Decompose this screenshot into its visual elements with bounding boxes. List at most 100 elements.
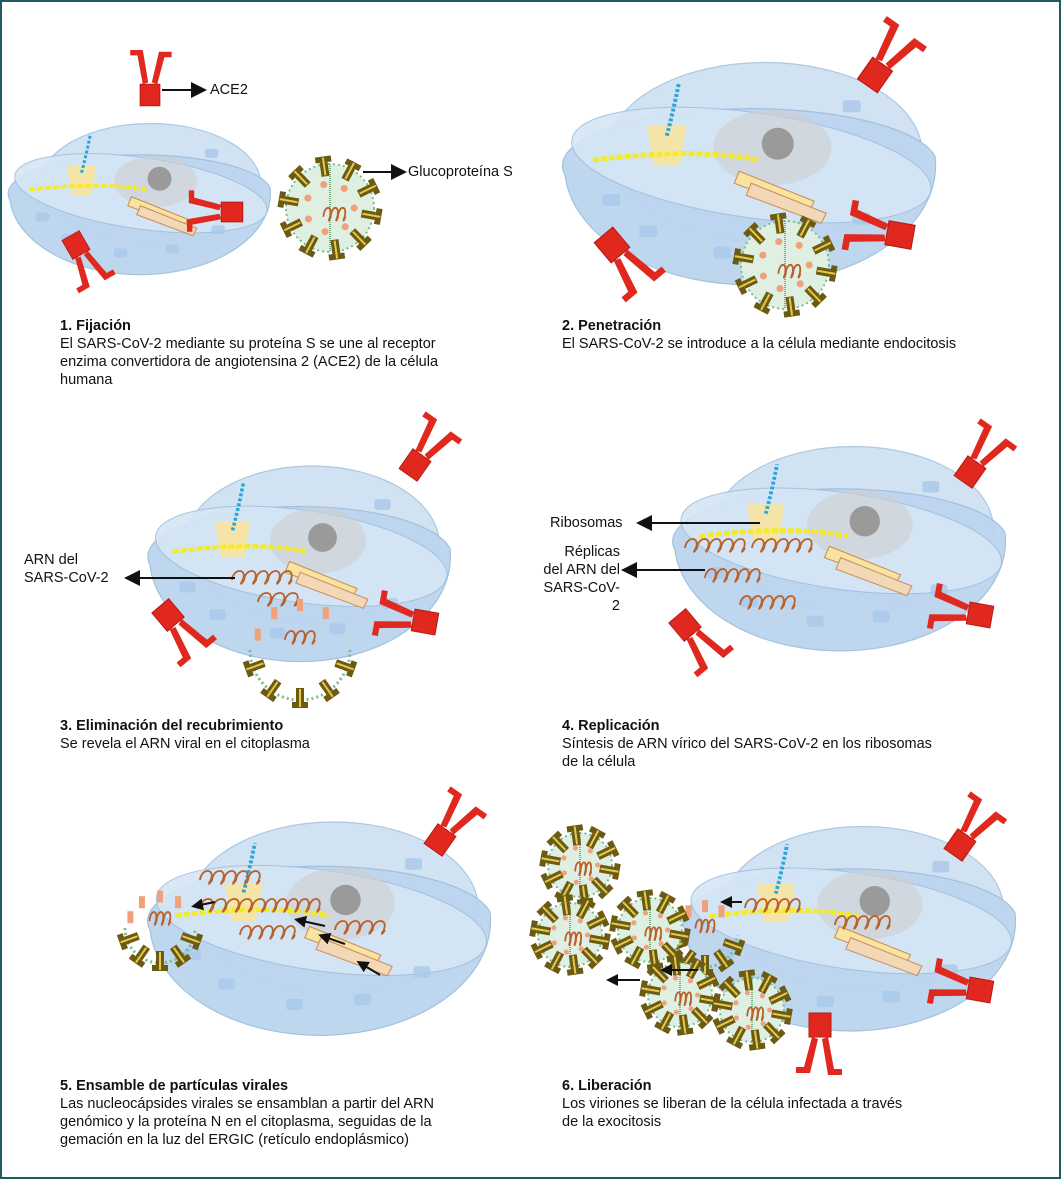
receptor-arm (970, 418, 993, 460)
spike-glycoprotein (529, 920, 551, 937)
spike-glycoprotein (279, 218, 303, 238)
rna-coil-path (834, 915, 891, 930)
spike-band (772, 1012, 791, 1018)
spike-band (246, 662, 264, 671)
receptor-base (220, 201, 244, 223)
spike-glycoprotein (152, 951, 168, 971)
receptor-base (593, 226, 631, 264)
spike-band (660, 1013, 672, 1030)
spike-glycoprotein (169, 944, 192, 968)
spike-band (571, 955, 577, 974)
nucleocapsid-protein (631, 935, 637, 941)
spike-glycoprotein (318, 678, 340, 703)
rna-coil-path (334, 920, 386, 935)
receptor-base (884, 220, 916, 250)
mrna-strand (709, 908, 859, 919)
spike-band (670, 932, 689, 938)
rna-coil-path (257, 592, 299, 607)
receptor-arm (440, 786, 463, 828)
membrane-protein-patch (209, 609, 226, 620)
spike-glycoprotein (712, 1015, 736, 1035)
receptor-arm (926, 989, 967, 1005)
step-description: Los viriones se liberan de la célula inf… (562, 1096, 903, 1130)
nucleocapsid-protein (688, 1006, 694, 1012)
rna-coil-path (231, 570, 293, 585)
membrane-protein-patch (211, 225, 225, 235)
nucleocapsid-protein (572, 845, 579, 851)
step-title: 5. Ensamble de partículas virales (60, 1078, 289, 1094)
nucleocapsid-protein (642, 910, 649, 916)
nucleocapsid-protein (685, 905, 692, 918)
nucleocapsid-protein (254, 628, 261, 641)
spike-glycoprotein (666, 954, 684, 976)
spike-glycoprotein (763, 1021, 786, 1045)
broken-envelope-icon (242, 599, 358, 708)
receptor-shape (423, 786, 488, 857)
panel-replicacion: Ribosomas Réplicas del ARN del SARS-CoV-… (530, 400, 1060, 780)
spike-band (600, 867, 619, 873)
nucleocapsid-protein (551, 940, 557, 946)
assembly-arrow (356, 960, 381, 976)
step-description: Se revela el ARN viral en el citoplasma (60, 736, 310, 752)
nucleocapsid-protein (702, 900, 708, 913)
receptor-base (808, 1012, 832, 1038)
spike-band (814, 241, 832, 252)
viral-rna-coil-icon (264, 898, 321, 913)
spike-glycoprotein (771, 1008, 793, 1025)
spike-band (681, 1015, 687, 1034)
receptor-shape (186, 190, 244, 232)
step-description: El SARS-CoV-2 se introduce a la célula m… (562, 336, 957, 352)
rna-coil-path (644, 926, 663, 942)
step-description: Las nucleocápsides virales se ensamblan … (60, 1096, 434, 1148)
receptor-arm (969, 811, 1008, 840)
caption-eliminacion: 3. Eliminación del recubrimiento Se reve… (60, 717, 310, 753)
spike-glycoprotein (769, 212, 787, 234)
rna-coil-path (239, 925, 296, 940)
illustration-ensamble (116, 786, 492, 1036)
receptor-arm (75, 256, 90, 294)
spike-glycoprotein (783, 296, 801, 318)
nucleocapsid-protein (657, 913, 663, 919)
caption-penetracion: 2. Penetración El SARS-CoV-2 se introduc… (562, 317, 956, 353)
nucleocapsid-protein (643, 944, 649, 950)
membrane-protein-patch (374, 499, 391, 510)
receptor-base (953, 455, 987, 489)
nucleolus (849, 506, 880, 537)
receptor-shape (130, 50, 172, 107)
ace2-receptor-icon (796, 1012, 842, 1075)
spike-band (135, 947, 148, 963)
nucleocapsid-protein (271, 607, 278, 620)
ace2-receptor-icon (151, 598, 217, 668)
spike-band (760, 293, 771, 311)
spike-band (658, 895, 670, 912)
rna-coil-path (574, 861, 593, 877)
endoplasmic-reticulum (136, 205, 198, 237)
nucleocapsid-protein (561, 855, 567, 861)
spike-band (120, 935, 138, 944)
rna-coil-path (746, 1006, 765, 1022)
assembly-arrow (294, 915, 326, 928)
nucleocapsid-protein (573, 879, 579, 885)
ribosome-label: Ribosomas (550, 515, 623, 531)
membrane-protein-patch (806, 615, 824, 627)
nucleocapsid-protein (551, 925, 557, 931)
spike-band (760, 975, 772, 992)
illustration-replicacion (621, 418, 1018, 678)
nucleocapsid-protein (561, 870, 567, 876)
panel-eliminacion: ARN del SARS-CoV-2 3. Eliminación del re… (0, 400, 530, 780)
spike-band (788, 297, 794, 316)
ace2-label: ACE2 (210, 82, 248, 98)
spike-band (724, 981, 739, 996)
spike-glycoprotein (530, 940, 554, 960)
viral-rna-coil-icon (199, 870, 261, 885)
caption-replicacion: 4. Replicación Síntesis de ARN vírico de… (562, 717, 932, 771)
cell (7, 122, 272, 276)
receptor-arm (849, 199, 889, 231)
cell (682, 825, 1017, 1032)
spike-band (716, 1018, 734, 1028)
membrane-protein-patch (113, 248, 128, 258)
membrane-protein-patch (842, 100, 861, 113)
spike-glycoprotein (288, 165, 311, 188)
spike-glycoprotein (599, 863, 621, 880)
nucleocapsid-protein (577, 918, 583, 924)
